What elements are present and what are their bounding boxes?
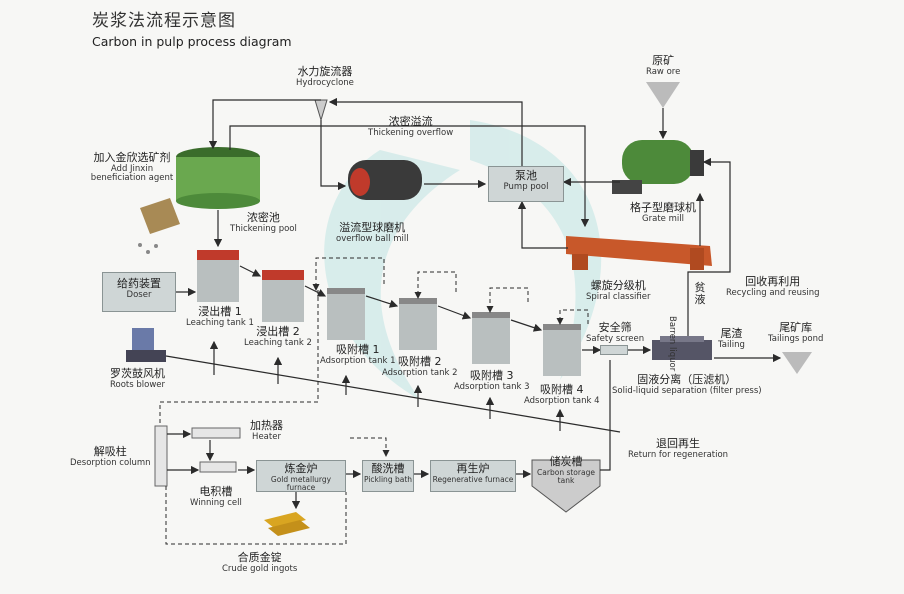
leaching-tank-1-shape: [197, 250, 239, 302]
adsorption-tank-3-shape: [472, 312, 510, 364]
heater-shape: [191, 427, 241, 439]
tanks: [197, 250, 581, 376]
solid-liquid-label: 固液分离（压滤机）Solid-liquid separation (filter…: [612, 373, 762, 396]
roots-blower-machine: [126, 328, 166, 362]
barren-liquor-en-label: Barren liquor: [666, 316, 677, 372]
gold-ingots: [264, 512, 310, 536]
raw-ore-pile: [646, 82, 680, 108]
grate-mill-machine: [612, 140, 704, 194]
safety-screen-box: [600, 345, 628, 355]
overflow-ball-mill-machine: [348, 160, 422, 200]
title-en: Carbon in pulp process diagram: [92, 34, 292, 49]
thickening-pool-machine: [176, 147, 260, 209]
tailings-pond-pile: [782, 352, 812, 374]
desorption-column-shape: [154, 425, 168, 487]
title-zh: 炭浆法流程示意图: [92, 11, 236, 31]
spiral-classifier-machine: [566, 236, 712, 270]
agent-bag: [138, 198, 180, 254]
winning-cell-shape: [199, 461, 237, 473]
hydrocyclone-machine: [314, 99, 328, 122]
barren-liquor-label: 贫液: [694, 281, 706, 306]
adsorption-tank-4-shape: [543, 324, 581, 376]
carbon-storage-shape: [531, 459, 601, 513]
adsorption-tank-2-shape: [399, 298, 437, 350]
leaching-tank-2-shape: [262, 270, 304, 322]
filter-press-machine: [652, 336, 712, 360]
adsorption-tank-1-shape: [327, 288, 365, 340]
